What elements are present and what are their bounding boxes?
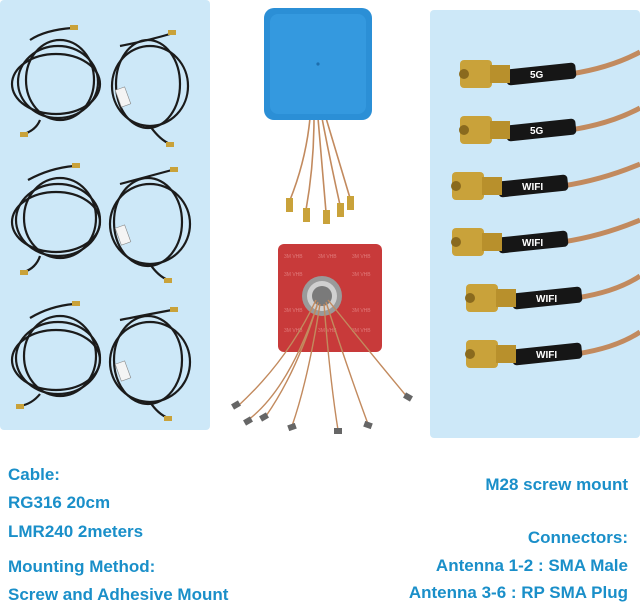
cable-coil-3 (10, 164, 102, 274)
cable-spec-lmr240: LMR240 2meters (8, 522, 144, 541)
adhesive-pad: 3M VHB 3M VHB 3M VHB 3M VHB 3M VHB 3M VHB 3M… (278, 244, 382, 352)
connectors-title: Connectors: (527, 528, 628, 547)
cable-coil-1 (10, 26, 102, 136)
cable-title: Cable: (8, 465, 60, 484)
connector-cable-label: 5G (530, 126, 544, 137)
connector-antenna-1-2: Antenna 1-2 : SMA Male (435, 556, 628, 575)
coiled-cables-panel (0, 0, 210, 430)
coiled-cables-illustration (10, 25, 192, 421)
connector-row: 5G (459, 105, 640, 144)
svg-text:3M VHB: 3M VHB (352, 328, 371, 334)
svg-text:3M VHB: 3M VHB (352, 308, 371, 314)
svg-text:3M VHB: 3M VHB (284, 308, 303, 314)
svg-text:3M VHB: 3M VHB (284, 272, 303, 278)
connector-row: WIFI (451, 217, 640, 256)
cable-coil-4 (108, 168, 192, 282)
top-pigtails (289, 117, 351, 213)
connector-cable-label: WIFI (536, 350, 557, 361)
svg-text:3M VHB: 3M VHB (318, 328, 337, 334)
cable-coil-5 (10, 302, 102, 408)
svg-text:3M VHB: 3M VHB (284, 328, 303, 334)
connector-row: WIFI (465, 329, 640, 368)
connector-row: WIFI (451, 161, 640, 200)
cable-spec-rg316: RG316 20cm (8, 493, 111, 512)
connector-row: WIFI (465, 273, 640, 312)
antenna-body (264, 8, 372, 120)
antenna-product-illustration: 3M VHB 3M VHB 3M VHB 3M VHB 3M VHB 3M VHB 3M… (218, 0, 426, 440)
connector-cable-label: 5G (530, 70, 544, 81)
svg-text:3M VHB: 3M VHB (284, 254, 303, 260)
svg-text:3M VHB: 3M VHB (352, 272, 371, 278)
cable-coil-6 (108, 308, 192, 420)
connector-cable-label: WIFI (536, 294, 557, 305)
bottom-pigtails (237, 299, 409, 431)
mounting-method-value: Screw and Adhesive Mount (8, 585, 229, 604)
mounting-method-title: Mounting Method: (8, 557, 156, 576)
connector-cable-label: WIFI (522, 182, 543, 193)
connector-cable-label: WIFI (522, 238, 543, 249)
connector-antenna-3-6: Antenna 3-6 : RP SMA Plug (408, 583, 628, 602)
svg-text:3M VHB: 3M VHB (352, 254, 371, 260)
connectors-panel: 5G 5G WIFI WIFI WIFI WIFI (430, 10, 640, 438)
screw-mount-label: M28 screw mount (485, 475, 628, 494)
svg-text:3M VHB: 3M VHB (318, 254, 337, 260)
connector-row: 5G (459, 49, 640, 88)
